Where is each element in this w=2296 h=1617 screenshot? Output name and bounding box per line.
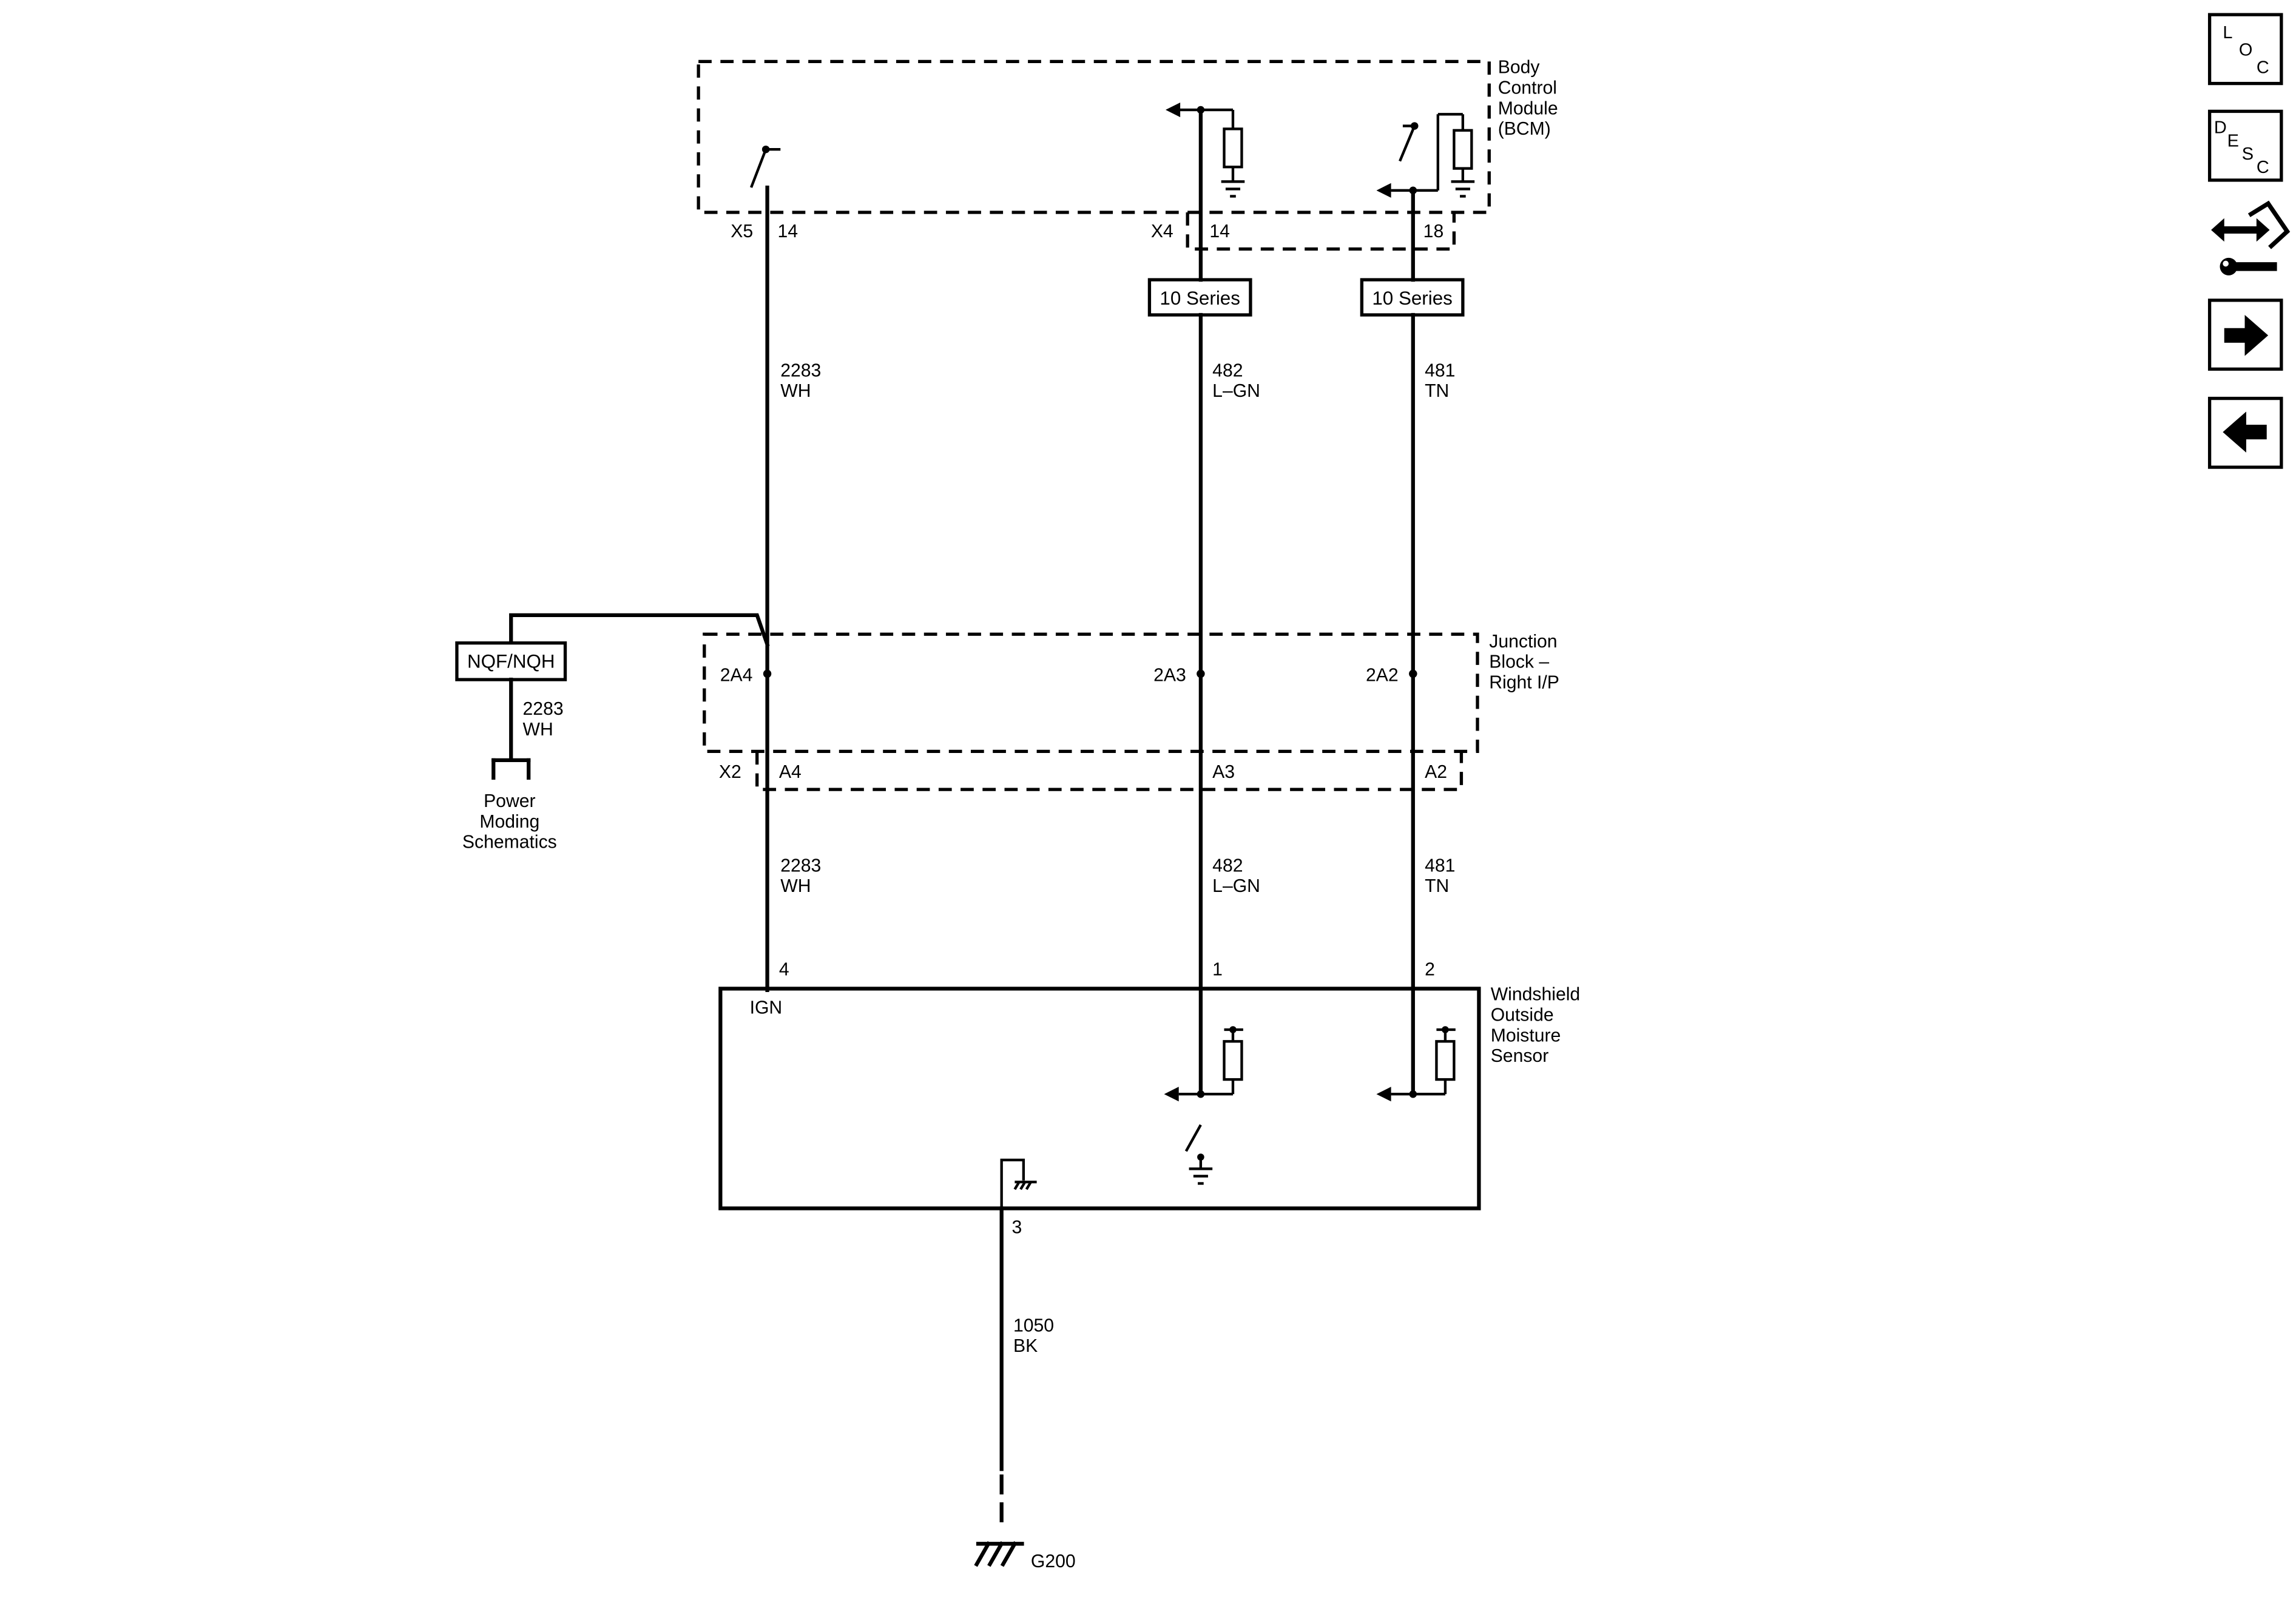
pin-label: A3 xyxy=(1212,762,1235,782)
bcm-label-line: Control xyxy=(1498,78,1557,98)
circuit-color: TN xyxy=(1425,381,1449,401)
circuit-number: 2283 xyxy=(780,856,821,876)
ground-label: G200 xyxy=(1031,1551,1076,1571)
circuit-number: 2283 xyxy=(523,699,564,719)
circuit-color: L–GN xyxy=(1212,381,1260,401)
loc-letter: L xyxy=(2223,23,2232,42)
junction-label-line: Junction xyxy=(1489,632,1557,652)
connector-tool-button[interactable] xyxy=(2211,200,2291,275)
x2-connector-outline xyxy=(755,751,1464,791)
bcm-label-line: Module xyxy=(1498,98,1558,118)
circuit-number: 2283 xyxy=(780,360,821,380)
connector-tool-icon xyxy=(2211,200,2291,275)
chassis-ground-icon xyxy=(1451,180,1475,198)
pulldown-resistor xyxy=(1453,129,1473,170)
desc-letter: D xyxy=(2214,118,2227,138)
circuit-number: 482 xyxy=(1212,856,1243,876)
pin-label: 4 xyxy=(779,960,789,980)
desc-letter: C xyxy=(2257,158,2269,177)
splice-point xyxy=(763,669,772,678)
bcm-482-input xyxy=(1165,102,1245,198)
previous-page-button[interactable] xyxy=(2207,396,2283,469)
svg-text:10 Series: 10 Series xyxy=(1160,288,1240,309)
circuit-number: 1050 xyxy=(1013,1315,1054,1335)
svg-text:10 Series: 10 Series xyxy=(1372,288,1452,309)
sensor-481-output xyxy=(1376,1026,1456,1102)
schematic-reference-icon xyxy=(491,758,531,780)
circuit-color: L–GN xyxy=(1212,876,1260,896)
circuit-color: TN xyxy=(1425,876,1449,896)
circuit-color: WH xyxy=(780,381,811,401)
circuit-color: BK xyxy=(1013,1336,1038,1356)
sensor-482-output xyxy=(1164,1026,1243,1185)
circuit-number: 481 xyxy=(1425,360,1455,380)
bcm-ignition-switch xyxy=(749,145,781,188)
pin-label: A2 xyxy=(1425,762,1447,782)
pin-label: 2A2 xyxy=(1366,665,1399,685)
sensor-label-line: Moisture xyxy=(1491,1025,1561,1045)
bcm-481-input xyxy=(1376,113,1475,198)
arrow-left-icon xyxy=(2223,411,2267,453)
circuit-number: 482 xyxy=(1212,360,1243,380)
pin-label: 3 xyxy=(1012,1218,1022,1238)
bcm-label-line: (BCM) xyxy=(1498,119,1551,139)
sensor-label-line: Outside xyxy=(1491,1005,1554,1025)
pullup-resistor xyxy=(1223,1040,1243,1081)
pin-label: 18 xyxy=(1423,221,1444,241)
loc-letter: O xyxy=(2239,41,2253,60)
chassis-ground-icon xyxy=(1221,180,1245,198)
loc-button[interactable]: L O C xyxy=(2207,13,2283,86)
connector-label: X2 xyxy=(719,762,741,782)
next-page-button[interactable] xyxy=(2207,299,2283,371)
junction-block: Junction Block – Right I/P 2A4 2A3 2A2 X… xyxy=(703,632,1559,791)
series-box: 10 Series xyxy=(1147,278,1252,317)
reference-label-line: Schematics xyxy=(462,832,557,852)
connector-label: X4 xyxy=(1151,221,1173,241)
desc-letter: E xyxy=(2227,131,2239,150)
pullup-resistor xyxy=(1435,1040,1456,1081)
option-box xyxy=(455,641,567,681)
pin-label: 1 xyxy=(1212,960,1223,980)
splice-point xyxy=(1197,669,1205,678)
ground-g200-icon xyxy=(974,1541,1024,1567)
sensor-label-line: Windshield xyxy=(1491,985,1580,1005)
series-box: 10 Series xyxy=(1360,278,1465,317)
loc-letter: C xyxy=(2257,58,2269,78)
pin-label: 14 xyxy=(777,221,798,241)
pin-label: 2 xyxy=(1425,960,1435,980)
sensor-label-line: Sensor xyxy=(1491,1046,1549,1066)
circuit-color: WH xyxy=(523,720,553,740)
pin-label: A4 xyxy=(779,762,802,782)
moisture-sensor-module: Windshield Outside Moisture Sensor 4 1 2… xyxy=(718,960,1580,1238)
chassis-ground-icon xyxy=(1189,1167,1213,1185)
junction-label-line: Block – xyxy=(1489,652,1549,672)
internal-ground-icon xyxy=(1000,1158,1037,1209)
desc-button[interactable]: D E S C xyxy=(2207,109,2283,182)
bcm-module: Body Control Module (BCM) xyxy=(697,58,1558,251)
junction-block-boundary xyxy=(703,632,1479,754)
ign-label: IGN xyxy=(750,998,783,1018)
arrow-right-icon xyxy=(2224,314,2269,356)
bcm-boundary xyxy=(697,59,1491,214)
reference-label-line: Moding xyxy=(479,812,539,832)
reference-label-line: Power xyxy=(484,791,535,811)
option-box-label: NQF/NQH xyxy=(467,651,555,672)
sensor-boundary xyxy=(718,987,1481,1210)
junction-label-line: Right I/P xyxy=(1489,673,1559,693)
desc-letter: S xyxy=(2242,144,2254,164)
connector-label: X5 xyxy=(731,221,753,241)
circuit-color: WH xyxy=(780,876,811,896)
pin-label: 2A4 xyxy=(720,665,753,685)
pulldown-resistor xyxy=(1223,127,1243,169)
splice-point xyxy=(1409,669,1417,678)
pin-label: 14 xyxy=(1209,221,1230,241)
pin-label: 2A3 xyxy=(1153,665,1186,685)
power-moding-branch: NQF/NQH 2283 WH Power Moding Schematics xyxy=(455,613,770,852)
circuit-number: 481 xyxy=(1425,856,1455,876)
bcm-label-line: Body xyxy=(1498,58,1541,78)
